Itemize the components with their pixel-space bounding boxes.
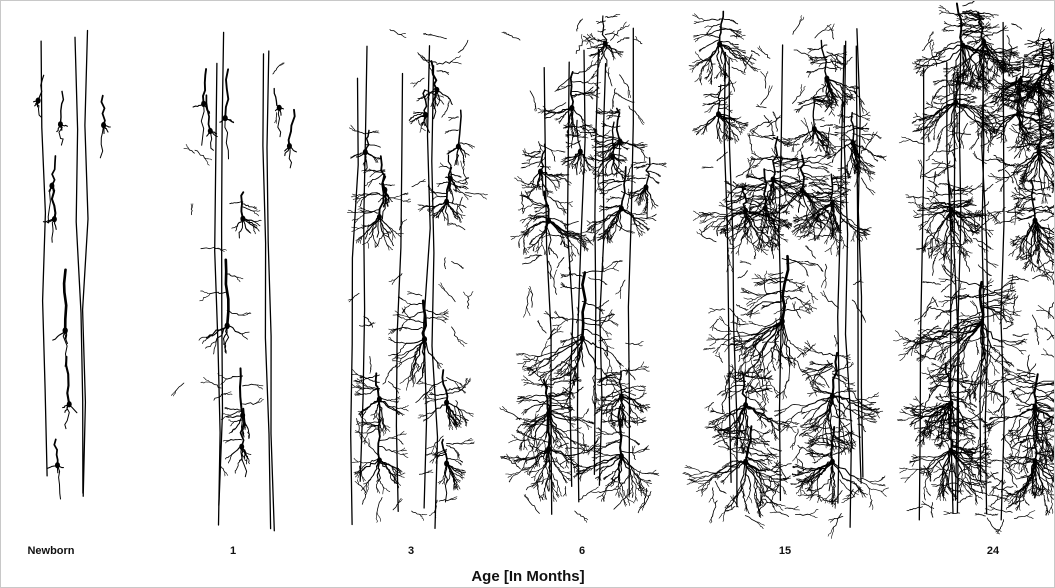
neuron-column-4 [499,14,667,523]
axis-title: Age [In Months] [471,568,585,585]
neuron-column-1 [33,29,111,500]
stage-label-15-months: 15 [778,545,792,557]
neuron-column-5 [682,10,889,539]
neuron-column-2 [171,31,297,532]
stage-label-3-months: 3 [407,545,415,557]
neuron-column-3 [347,29,488,530]
neuron-column-6 [893,1,1054,535]
stage-label-newborn: Newborn [27,545,75,557]
stage-label-6-months: 6 [578,545,586,557]
stage-label-24-months: 24 [986,545,1000,557]
stage-label-1-month: 1 [229,545,237,557]
